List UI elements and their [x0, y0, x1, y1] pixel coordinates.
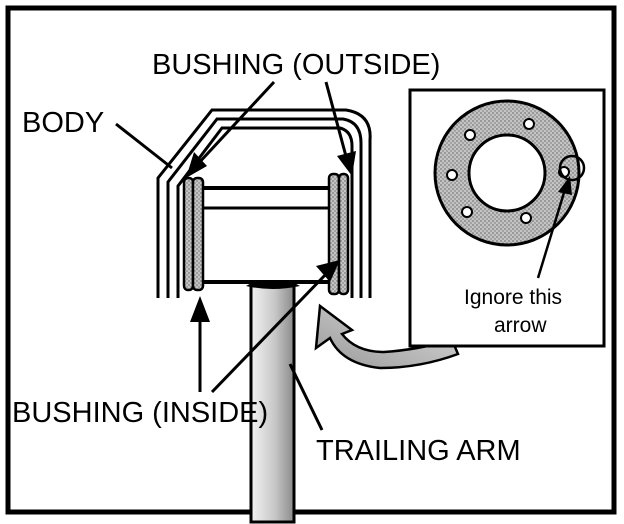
- inset-arrow: [536, 176, 572, 279]
- label-ignore-note-line2: arrow: [494, 314, 547, 337]
- bushing-left-inner: [191, 176, 205, 292]
- bushing-sleeve: [198, 186, 334, 284]
- bushing-left-outer: [182, 176, 195, 292]
- arrowhead-outside-left: [186, 152, 207, 178]
- label-trailing-arm: TRAILING ARM: [316, 435, 521, 467]
- bushing-right-outer: [337, 172, 350, 296]
- arrowhead-inside-left: [190, 296, 210, 322]
- label-bushing-inside: BUSHING (INSIDE): [12, 397, 268, 429]
- label-ignore-note-line1: Ignore this: [464, 286, 562, 309]
- arrowhead-inside-right: [316, 260, 340, 282]
- leader-lines: [115, 80, 356, 431]
- arrowhead-outside-right: [337, 151, 356, 176]
- inset-bushing-ring: [433, 99, 586, 247]
- label-body: BODY: [22, 107, 104, 139]
- label-bushing-outside: BUSHING (OUTSIDE): [152, 49, 440, 81]
- curved-callout-arrow: [314, 303, 460, 370]
- body-housing: [156, 108, 372, 298]
- inset-highlight-circle: [558, 154, 586, 182]
